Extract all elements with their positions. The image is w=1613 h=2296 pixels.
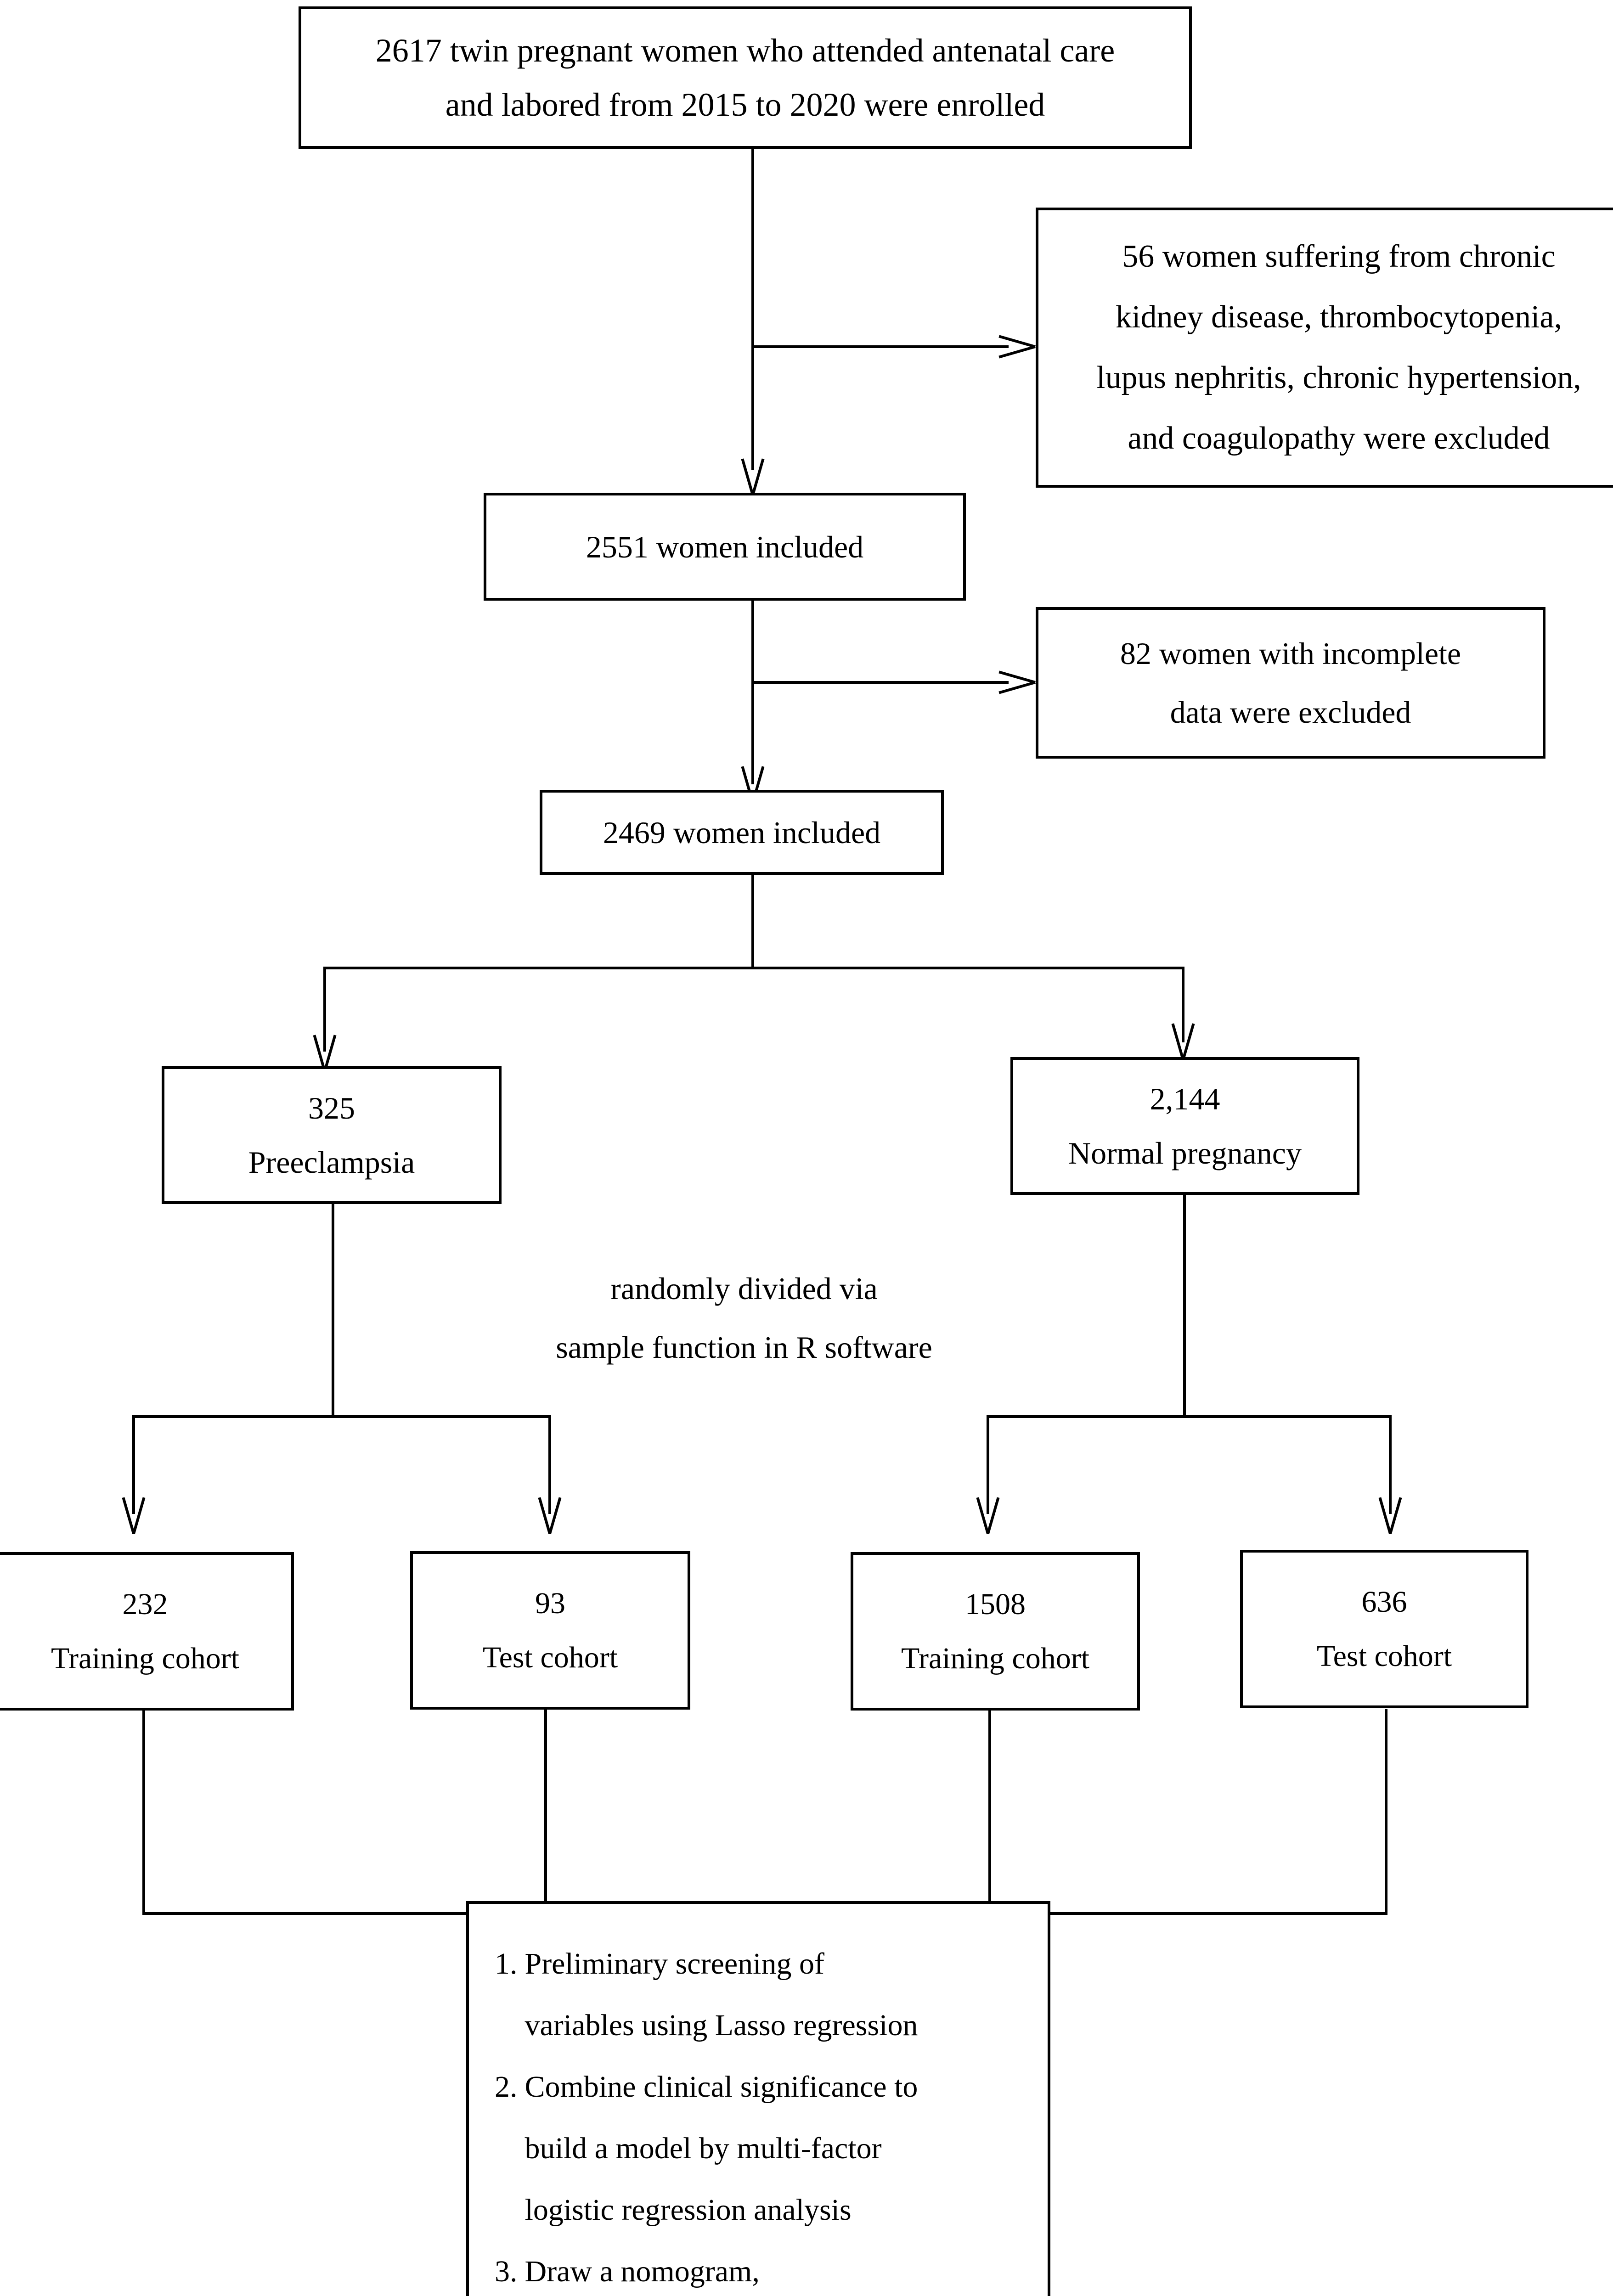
- analysis-step-line: variables using Lasso regression: [525, 2009, 918, 2042]
- analysis-step-text: Preliminary screening of variables using…: [525, 1933, 1030, 2056]
- connector-enrolled-to-2551: [751, 149, 754, 470]
- node-analysis-steps: 1. Preliminary screening of variables us…: [466, 1901, 1050, 2296]
- connector-2551-to-2469: [751, 601, 754, 784]
- node-normal-pregnancy: 2,144 Normal pregnancy: [1010, 1057, 1359, 1195]
- node-pe-test-cohort-count: 93: [535, 1586, 565, 1620]
- caption-random-split-line2: sample function in R software: [556, 1330, 932, 1365]
- node-enrolled: 2617 twin pregnant women who attended an…: [299, 6, 1192, 149]
- caption-random-split-line1: randomly divided via: [610, 1271, 878, 1306]
- node-pe-training-cohort: 232 Training cohort: [0, 1552, 294, 1711]
- node-pe-test-cohort-label: Test cohort: [482, 1640, 618, 1674]
- analysis-step-number: 1.: [495, 1947, 518, 1981]
- connector-np-test-drop: [1389, 1415, 1392, 1514]
- node-excluded-conditions: 56 women suffering from chronic kidney d…: [1036, 208, 1613, 488]
- arrowhead-to-np-training: [977, 1498, 998, 1534]
- analysis-step-number: 2.: [495, 2070, 518, 2104]
- arrowhead-to-normal-pregnancy: [1173, 1024, 1194, 1060]
- node-np-test-cohort-count: 636: [1361, 1585, 1407, 1619]
- node-pe-training-cohort-count: 232: [122, 1587, 168, 1621]
- node-excluded-conditions-line3: lupus nephritis, chronic hypertension,: [1096, 360, 1581, 395]
- node-excluded-conditions-line1: 56 women suffering from chronic: [1122, 239, 1556, 274]
- analysis-step-number: 3.: [495, 2255, 518, 2288]
- node-included-2469: 2469 women included: [540, 790, 944, 875]
- caption-random-split: randomly divided via sample function in …: [473, 1259, 1015, 1377]
- analysis-step-line: Draw a nomogram,: [525, 2255, 760, 2288]
- analysis-step-item: 2. Combine clinical significance to buil…: [495, 2056, 1029, 2241]
- node-pe-test-cohort: 93 Test cohort: [410, 1551, 690, 1710]
- node-excluded-incomplete: 82 women with incomplete data were exclu…: [1036, 607, 1545, 759]
- arrowhead-to-pe-test: [539, 1498, 560, 1534]
- analysis-step-text: Draw a nomogram,: [525, 2241, 1030, 2296]
- connector-np-stem: [1183, 1195, 1186, 1415]
- connector-np-test-merge-drop: [1385, 1709, 1387, 1915]
- connector-2469-right-drop: [1182, 967, 1184, 1042]
- analysis-step-item: 3. Draw a nomogram,: [495, 2241, 1029, 2296]
- node-normal-pregnancy-count: 2,144: [1150, 1081, 1220, 1116]
- arrowhead-to-pe-training: [123, 1498, 144, 1534]
- connector-pe-test-merge-drop: [544, 1709, 547, 1915]
- analysis-step-text: Combine clinical significance to build a…: [525, 2056, 1030, 2241]
- node-enrolled-line2: and labored from 2015 to 2020 were enrol…: [445, 86, 1045, 123]
- connector-2469-stem: [751, 875, 754, 967]
- connector-pe-test-drop: [548, 1415, 551, 1514]
- node-excluded-conditions-line2: kidney disease, thrombocytopenia,: [1116, 299, 1562, 335]
- connector-np-split-bar: [987, 1415, 1392, 1418]
- analysis-step-line: Combine clinical significance to: [525, 2070, 918, 2104]
- node-included-2551-line1: 2551 women included: [586, 529, 864, 564]
- node-preeclampsia-label: Preeclampsia: [248, 1145, 415, 1180]
- node-preeclampsia-count: 325: [308, 1091, 355, 1125]
- arrowhead-to-exclusion-conditions: [999, 336, 1035, 357]
- connector-2469-split-bar: [323, 967, 1184, 969]
- node-excluded-conditions-line4: and coagulopathy were excluded: [1128, 421, 1550, 456]
- connector-pe-stem: [332, 1204, 334, 1415]
- connector-np-training-drop: [987, 1415, 989, 1514]
- analysis-step-line: Preliminary screening of: [525, 1947, 824, 1981]
- node-np-training-cohort-count: 1508: [965, 1587, 1026, 1621]
- analysis-step-line: build a model by multi-factor: [525, 2132, 882, 2165]
- arrowhead-to-np-test: [1380, 1498, 1401, 1534]
- node-enrolled-line1: 2617 twin pregnant women who attended an…: [375, 32, 1115, 69]
- node-included-2469-line1: 2469 women included: [603, 815, 881, 850]
- node-np-test-cohort: 636 Test cohort: [1240, 1550, 1528, 1708]
- connector-to-exclusion-conditions: [751, 345, 1009, 348]
- node-excluded-incomplete-line1: 82 women with incomplete: [1120, 636, 1461, 671]
- analysis-step-item: 1. Preliminary screening of variables us…: [495, 1933, 1029, 2056]
- connector-pe-split-bar: [132, 1415, 551, 1418]
- arrowhead-to-2551: [742, 459, 763, 495]
- node-np-training-cohort-label: Training cohort: [901, 1641, 1090, 1675]
- node-np-test-cohort-label: Test cohort: [1316, 1639, 1452, 1673]
- node-excluded-incomplete-line2: data were excluded: [1170, 695, 1411, 730]
- node-normal-pregnancy-label: Normal pregnancy: [1068, 1136, 1302, 1171]
- analysis-step-line: logistic regression analysis: [525, 2193, 852, 2227]
- connector-pe-training-merge-drop: [142, 1709, 145, 1915]
- connector-2469-left-drop: [323, 967, 326, 1052]
- connector-pe-training-drop: [132, 1415, 135, 1514]
- node-np-training-cohort: 1508 Training cohort: [851, 1552, 1140, 1711]
- arrowhead-to-exclusion-incomplete: [999, 672, 1035, 693]
- node-preeclampsia: 325 Preeclampsia: [162, 1066, 502, 1204]
- node-pe-training-cohort-label: Training cohort: [51, 1641, 240, 1675]
- node-included-2551: 2551 women included: [484, 493, 966, 601]
- connector-to-exclusion-incomplete: [751, 681, 1009, 684]
- connector-np-training-merge-drop: [988, 1709, 991, 1915]
